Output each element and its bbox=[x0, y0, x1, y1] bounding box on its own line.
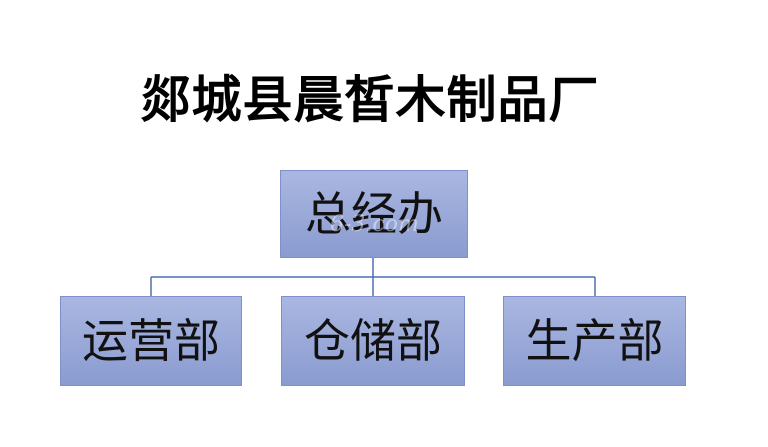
org-node-label: 生产部 bbox=[525, 314, 664, 368]
org-node-operations: 运营部 bbox=[60, 296, 242, 386]
page-title: 郯城县晨皙木制品厂 bbox=[140, 71, 600, 129]
org-node-label: 总经办 bbox=[305, 187, 443, 241]
org-node-general-office: 总经办 bbox=[280, 170, 468, 258]
org-node-label: 运营部 bbox=[82, 314, 220, 368]
org-node-warehouse: 仓储部 bbox=[281, 296, 465, 386]
org-node-production: 生产部 bbox=[503, 296, 686, 386]
org-node-label: 仓储部 bbox=[304, 314, 442, 368]
